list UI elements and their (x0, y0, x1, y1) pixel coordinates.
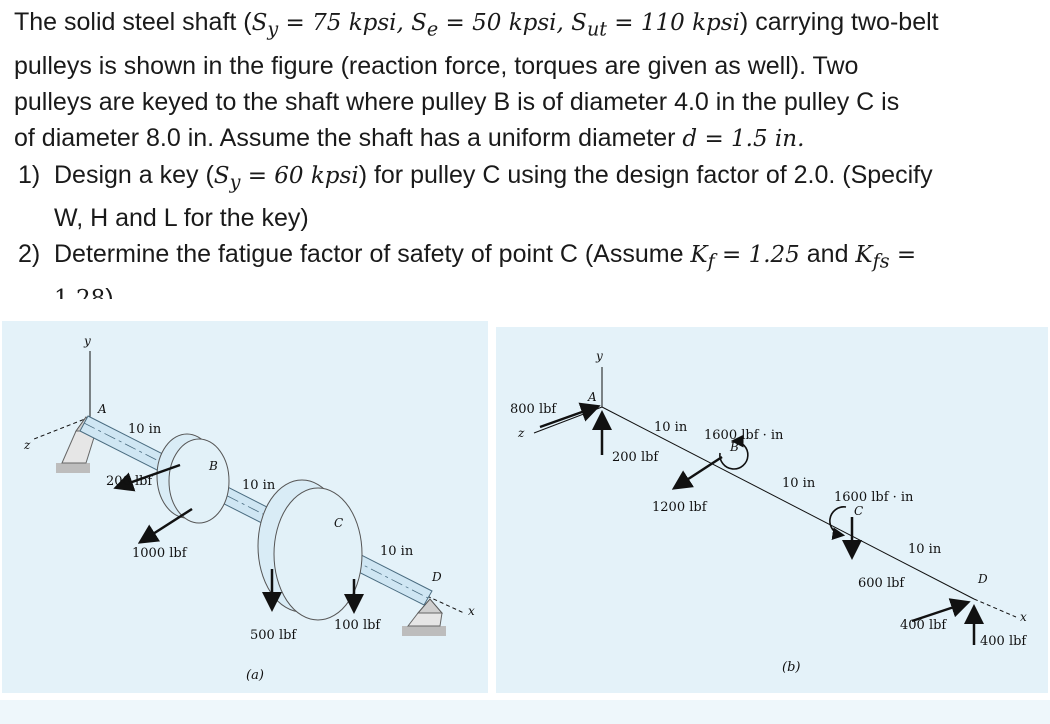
question-1-number: 1) (18, 160, 41, 189)
label-d-a: D (431, 570, 442, 584)
bearing-a-base (56, 463, 90, 473)
question-2-number: 2) (18, 240, 41, 269)
label-y-b: y (595, 349, 603, 363)
force-1000-label-a: 1000 lbf (132, 546, 188, 561)
torque-c-icon (829, 506, 847, 540)
dim-1-a: 10 in (128, 422, 162, 437)
dim-3-a: 10 in (380, 544, 414, 559)
problem-line-1: The solid steel shaft (Sy = 75 kpsi, Se … (14, 4, 1044, 48)
shaft-drawing-a: y z x A B C D 10 in 10 in 10 in 200 lbf (23, 334, 475, 683)
force-100-label-a: 100 lbf (334, 618, 381, 633)
force-1200-arrow-b (671, 455, 723, 490)
pulley-c-face (273, 487, 363, 621)
pulley-b-face (168, 438, 230, 524)
intro-text-end: ) carrying two-belt (739, 8, 939, 36)
force-500-label-a: 500 lbf (250, 628, 297, 643)
problem-statement: The solid steel shaft (Sy = 75 kpsi, Se … (14, 4, 1044, 317)
torque-b-icon (719, 434, 749, 470)
label-b-a: B (208, 459, 218, 473)
label-x-a: x (468, 604, 475, 618)
sut-value: = 110 kpsi (606, 10, 740, 36)
dim-2-a: 10 in (242, 478, 276, 493)
force-400-z-label-b: 400 lbf (900, 618, 947, 633)
dim-3-b: 10 in (908, 542, 942, 557)
se-value: = 50 kpsi, (438, 10, 572, 36)
label-z-a: z (23, 438, 31, 452)
problem-line-4: of diameter 8.0 in. Assume the shaft has… (14, 123, 805, 152)
diameter-value: d = 1.5 in. (682, 125, 805, 152)
question-1: 1) Design a key (Sy = 60 kpsi) for pulle… (14, 157, 1044, 201)
bearing-d-support (406, 612, 443, 627)
force-800-arrow-b (539, 402, 601, 429)
torque-1600-label-b: 1600 lbf · in (704, 428, 784, 443)
figure-b-panel: y z x A B C D 800 lbf 200 lbf 10 in 1600… (496, 327, 1048, 693)
problem-line-3: pulleys are keyed to the shaft where pul… (14, 87, 900, 116)
force-200-arrow-a (113, 463, 181, 492)
label-c-b: C (854, 504, 863, 518)
problem-line-2: pulleys is shown in the figure (reaction… (14, 51, 859, 80)
label-y-a: y (83, 334, 91, 348)
question-2: 2) Determine the fatigue factor of safet… (14, 236, 1044, 280)
intro-text: The solid steel shaft ( (14, 8, 252, 36)
label-z-b: z (517, 426, 525, 440)
force-200-label-a: 200 lbf (106, 474, 153, 489)
force-800-label-b: 800 lbf (510, 402, 557, 417)
shaft-line-b (601, 406, 975, 600)
label-a-b: A (587, 390, 597, 404)
bottom-strip (0, 700, 1050, 724)
caption-b: (b) (782, 660, 800, 675)
shaft-centerline-a (83, 422, 429, 599)
sy-symbol: Sy (251, 10, 279, 41)
sut-symbol: Sut (571, 10, 607, 41)
force-200-label-b: 200 lbf (612, 450, 659, 465)
figure-a-panel: y z x A B C D 10 in 10 in 10 in 200 lbf (2, 321, 488, 693)
sy-value: = 75 kpsi, (278, 10, 412, 36)
bearing-d-base (402, 626, 446, 636)
z-axis-a (33, 416, 91, 440)
x-axis-b (973, 598, 1017, 618)
label-d-b: D (977, 572, 988, 586)
force-1200-label-b: 1200 lbf (652, 500, 708, 515)
force-400-y-label-b: 400 lbf (980, 634, 1027, 649)
question-1-line-2: W, H and L for the key) (54, 204, 309, 233)
force-400-z-arrow-b (911, 598, 971, 623)
dim-1-b: 10 in (654, 420, 688, 435)
figure-area: y z x A B C D 10 in 10 in 10 in 200 lbf (0, 299, 1050, 704)
torque-1600-c-label-b: 1600 lbf · in (834, 490, 914, 505)
label-a-a: A (97, 402, 107, 416)
force-1000-arrow-a (137, 507, 193, 544)
se-symbol: Se (411, 10, 439, 41)
dim-2-b: 10 in (782, 476, 816, 491)
label-x-b: x (1020, 610, 1027, 624)
free-body-diagram-b: y z x A B C D 800 lbf 200 lbf 10 in 1600… (510, 349, 1027, 675)
force-600-label-b: 600 lbf (858, 576, 905, 591)
caption-a: (a) (246, 668, 264, 683)
label-c-a: C (334, 516, 343, 530)
